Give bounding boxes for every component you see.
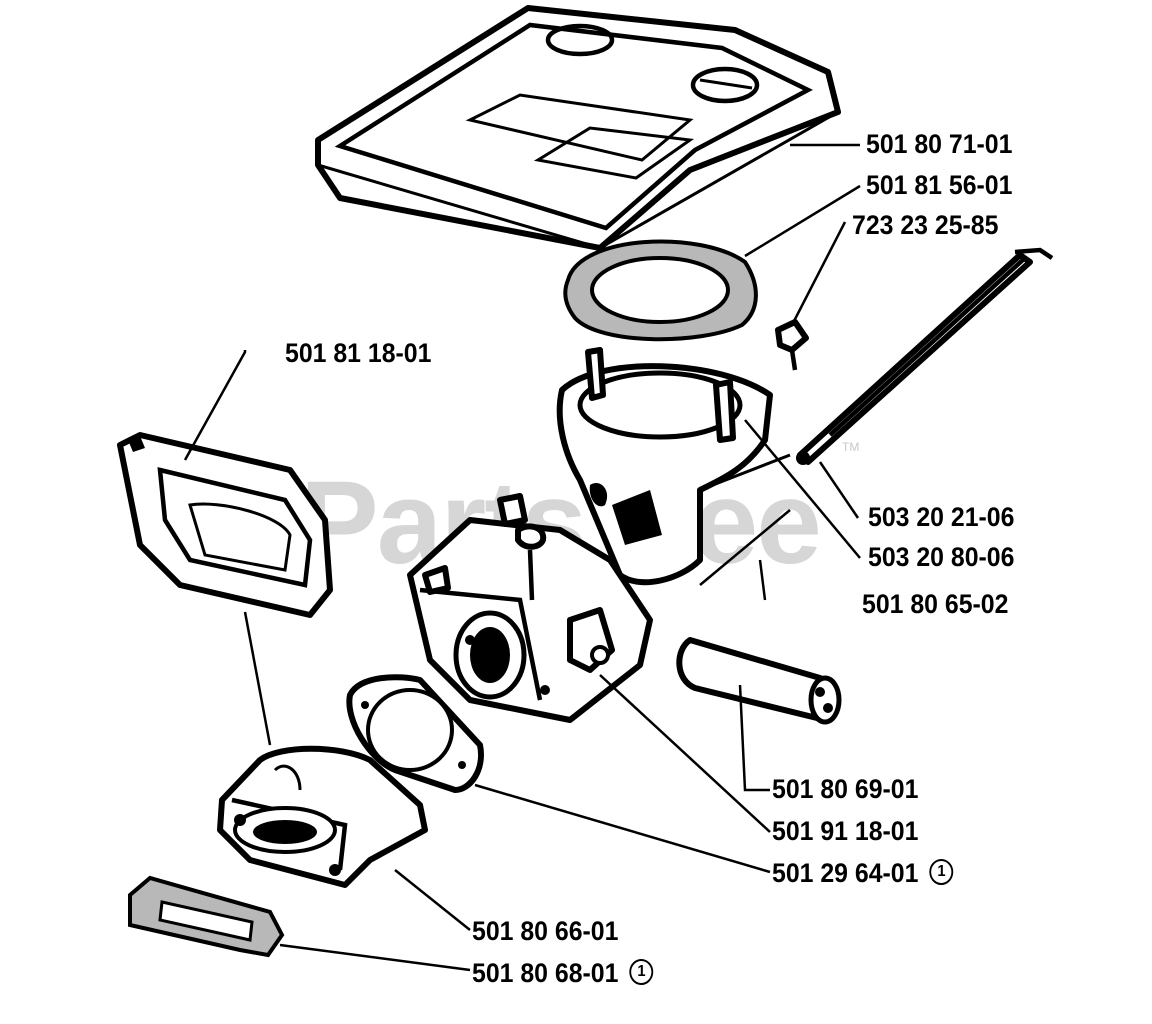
part-number: 501 81 18-01 (285, 338, 432, 368)
part-label-503-20-80-06[interactable]: 503 20 80-06 (868, 544, 1014, 571)
part-label-501-81-56-01[interactable]: 501 81 56-01 (866, 172, 1012, 199)
footnote-marker: 1 (929, 858, 954, 885)
part-number: 501 80 68-01 (472, 958, 619, 988)
part-label-503-20-21-06[interactable]: 503 20 21-06 (868, 504, 1014, 531)
leader-lines (183, 143, 861, 972)
filter-gasket (563, 239, 758, 342)
intake-adapter (556, 347, 791, 586)
part-label-723-23-25-85[interactable]: 723 23 25-85 (852, 212, 998, 239)
throttle-rod (796, 247, 1054, 465)
part-label-501-80-68-01[interactable]: 501 80 68-01 1 (472, 958, 654, 988)
part-number: 501 80 65-02 (862, 589, 1009, 619)
part-label-501-80-69-01[interactable]: 501 80 69-01 (772, 776, 918, 803)
air-filter-cover (315, 5, 841, 251)
filter-housing (117, 432, 333, 618)
part-number: 723 23 25-85 (852, 210, 999, 240)
part-number: 501 80 69-01 (772, 774, 919, 804)
fuel-tube (676, 637, 842, 725)
part-label-501-81-18-01[interactable]: 501 81 18-01 (285, 340, 431, 367)
watermark-trademark: TM (842, 440, 860, 454)
part-number: 503 20 21-06 (868, 502, 1015, 532)
bottom-gasket (128, 875, 285, 958)
part-label-501-80-71-01[interactable]: 501 80 71-01 (866, 131, 1012, 158)
part-number: 501 81 56-01 (866, 170, 1013, 200)
part-number: 501 80 71-01 (866, 129, 1013, 159)
part-number: 501 80 66-01 (472, 916, 619, 946)
part-number: 503 20 80-06 (868, 542, 1015, 572)
part-label-501-80-66-01[interactable]: 501 80 66-01 (472, 918, 618, 945)
part-label-501-80-65-02[interactable]: 501 80 65-02 (862, 591, 1008, 618)
part-number: 501 29 64-01 (772, 858, 919, 888)
screw-723-23-25-85 (775, 319, 809, 371)
footnote-marker: 1 (629, 958, 654, 985)
intake-elbow (217, 745, 428, 888)
part-label-501-29-64-01[interactable]: 501 29 64-01 1 (772, 858, 954, 888)
carburetor-gasket (346, 674, 484, 793)
part-label-501-91-18-01[interactable]: 501 91 18-01 (772, 818, 918, 845)
part-number: 501 91 18-01 (772, 816, 919, 846)
carburetor (407, 493, 653, 723)
